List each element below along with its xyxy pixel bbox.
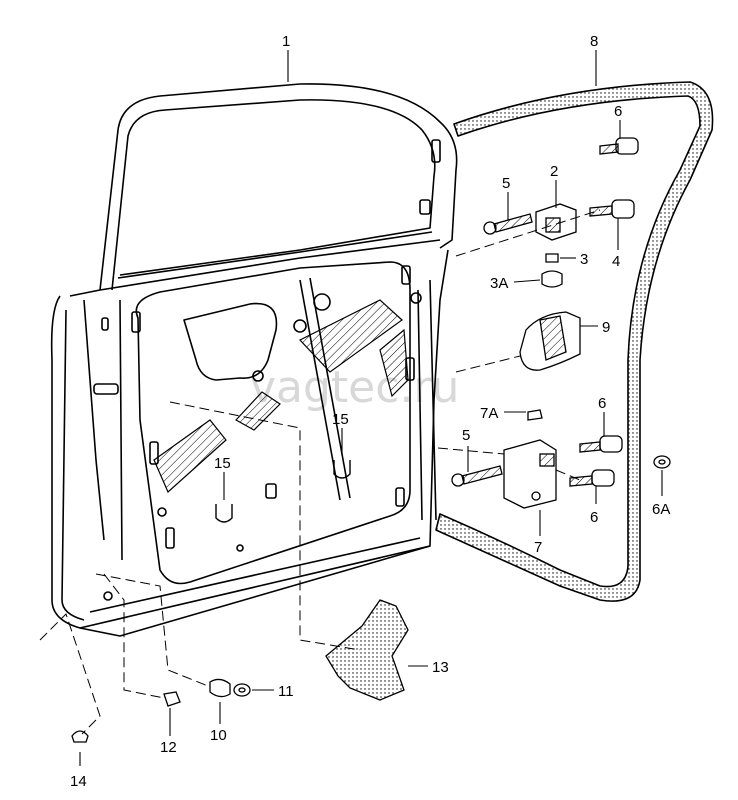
upper-hinge xyxy=(483,137,639,371)
lower-hinge xyxy=(451,409,671,509)
callout-14: 14 xyxy=(70,773,87,790)
window-regulator xyxy=(153,299,409,494)
callout-11: 11 xyxy=(278,683,294,700)
callout-6a: 6A xyxy=(652,501,670,518)
callout-6-lower: 6 xyxy=(590,509,598,526)
callout-7a: 7A xyxy=(480,405,498,422)
assembly-lines xyxy=(39,209,601,735)
door-trim-clips xyxy=(215,460,351,523)
cap-3a xyxy=(541,270,563,288)
callout-6-upper: 6 xyxy=(614,103,622,120)
leader-lines xyxy=(79,50,663,766)
watermark-text: vagtec.ru xyxy=(250,362,459,413)
door-seal xyxy=(435,81,714,602)
callout-13: 13 xyxy=(432,659,449,676)
callout-12: 12 xyxy=(160,739,177,756)
callout-5-lower: 5 xyxy=(462,427,470,444)
callout-4: 4 xyxy=(612,253,620,270)
callout-15-right: 15 xyxy=(332,411,349,428)
small-parts xyxy=(71,599,409,743)
callout-3: 3 xyxy=(580,251,588,268)
callout-6-right: 6 xyxy=(598,395,606,412)
bolt-6-right xyxy=(579,435,623,453)
cap-3 xyxy=(545,253,559,263)
door-check-9 xyxy=(519,311,581,371)
bolt-4 xyxy=(589,199,635,219)
bolt-6-lower xyxy=(569,469,615,487)
bolt-5-lower xyxy=(451,465,503,487)
bolt-6-upper xyxy=(599,137,639,155)
washer-6a xyxy=(653,455,671,469)
callout-1: 1 xyxy=(282,33,290,50)
callout-10: 10 xyxy=(210,727,227,744)
callout-labels: 1 8 2 5 6 4 3 3A 9 7A 5 6 6 6A 7 13 11 1… xyxy=(70,33,670,790)
callout-8: 8 xyxy=(590,33,598,50)
callout-7: 7 xyxy=(534,539,542,556)
callout-3a: 3A xyxy=(490,275,508,292)
callout-9: 9 xyxy=(602,319,610,336)
callout-15-left: 15 xyxy=(214,455,231,472)
callout-2: 2 xyxy=(550,163,558,180)
bolt-5-upper xyxy=(483,213,533,235)
callout-5-upper: 5 xyxy=(502,175,510,192)
door-shell xyxy=(50,83,458,637)
